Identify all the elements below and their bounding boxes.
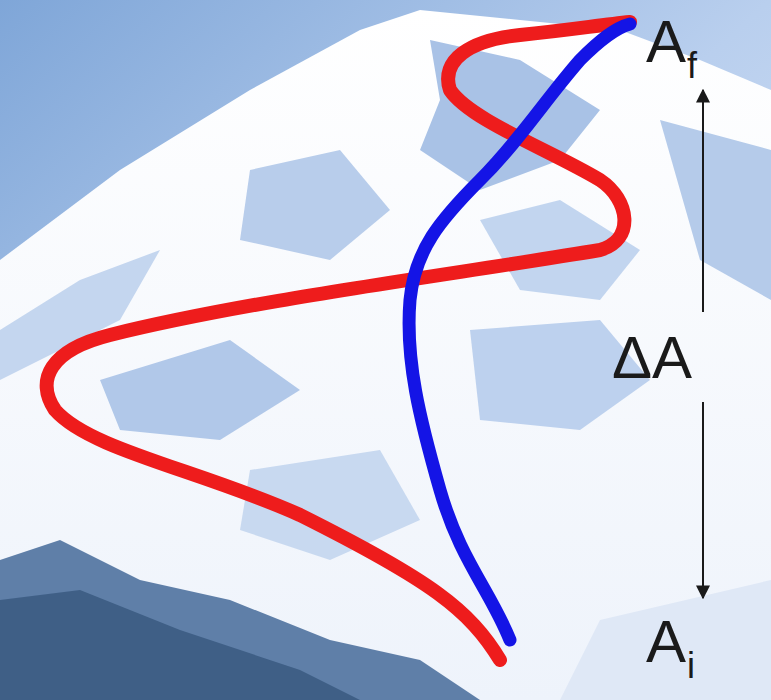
subscript: i xyxy=(687,648,695,684)
mountain xyxy=(0,10,771,700)
difference-label: ΔA xyxy=(612,328,692,388)
forest xyxy=(0,540,480,700)
delta-arrow xyxy=(702,90,704,312)
forest xyxy=(0,590,360,700)
delta-arrow xyxy=(702,402,704,598)
snow-shadow xyxy=(660,120,771,300)
winding-path xyxy=(47,22,630,660)
quantity-symbol: A xyxy=(646,612,686,672)
snow-slope xyxy=(560,580,771,700)
snow-shadow xyxy=(100,340,300,440)
direct-path xyxy=(409,24,630,640)
snow-shadow xyxy=(0,250,160,380)
subscript: f xyxy=(687,48,697,84)
quantity-symbol: A xyxy=(646,12,686,72)
snow-shadow xyxy=(240,150,390,260)
